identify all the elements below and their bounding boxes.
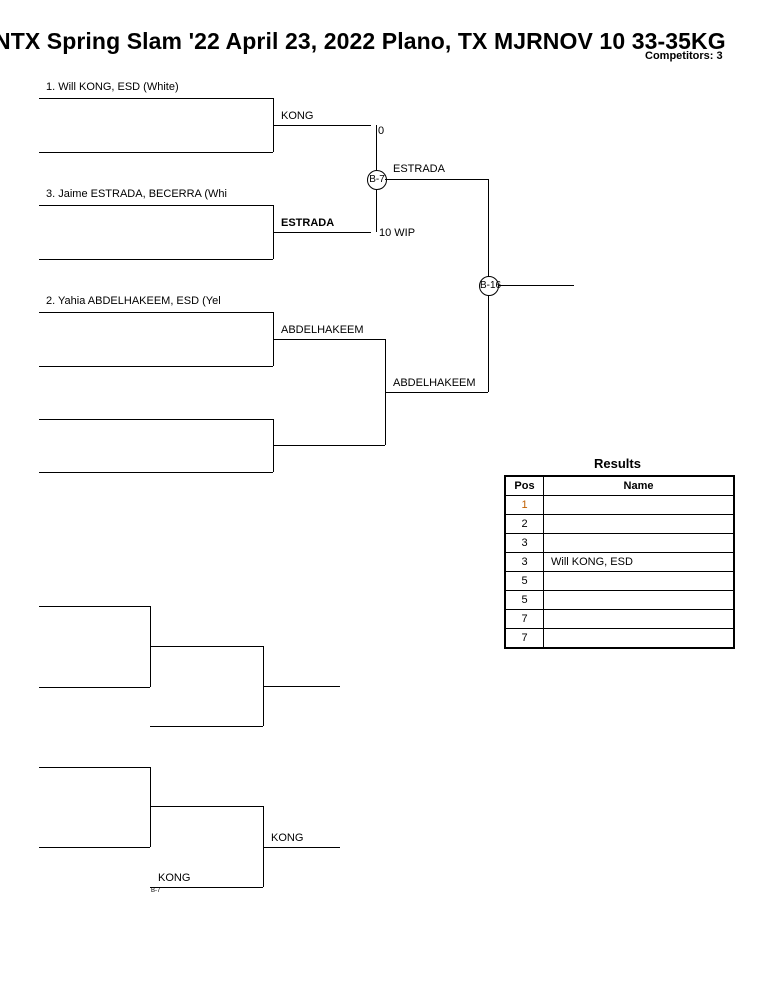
consolation-line xyxy=(39,606,150,607)
bracket-line xyxy=(385,392,488,393)
results-title: Results xyxy=(594,456,641,471)
results-row: 1 xyxy=(505,495,734,515)
consolation-line xyxy=(263,806,264,887)
bracket-line xyxy=(273,445,385,446)
results-row: 5 xyxy=(505,571,734,591)
results-pos: 1 xyxy=(505,495,544,515)
seed-1-label: 1. Will KONG, ESD (White) xyxy=(46,81,179,93)
results-pos: 2 xyxy=(505,514,544,534)
results-name-header: Name xyxy=(543,476,734,496)
r1-top-name: KONG xyxy=(281,110,314,122)
results-pos: 5 xyxy=(505,571,544,591)
results-name xyxy=(543,590,734,610)
consolation-line xyxy=(263,847,340,848)
results-row: 3 xyxy=(505,533,734,553)
results-name xyxy=(543,533,734,553)
consolation-line xyxy=(150,887,263,888)
results-row: 7 xyxy=(505,628,734,648)
results-row: 7 xyxy=(505,609,734,629)
bracket-line xyxy=(273,232,371,233)
bracket-line xyxy=(39,366,273,367)
r2-bottom-name: ABDELHAKEEM xyxy=(393,377,476,389)
results-name xyxy=(543,495,734,515)
results-row: 2 xyxy=(505,514,734,534)
repechage-winner-name: KONG xyxy=(271,832,304,844)
consolation-line xyxy=(263,686,340,687)
consolation-line xyxy=(150,767,151,847)
results-name xyxy=(543,628,734,648)
seed-2-label: 2. Yahia ABDELHAKEEM, ESD (Yel xyxy=(46,295,221,307)
competitors-count: Competitors: 3 xyxy=(645,50,723,62)
results-row: 5 xyxy=(505,590,734,610)
bracket-line xyxy=(385,179,488,180)
results-pos: 5 xyxy=(505,590,544,610)
bracket-line xyxy=(39,312,273,313)
consolation-line xyxy=(150,646,263,647)
results-pos: 7 xyxy=(505,628,544,648)
r1-bottom-score: 10 WIP xyxy=(379,227,416,239)
page-title: NTX Spring Slam '22 April 23, 2022 Plano… xyxy=(0,28,726,54)
consolation-line xyxy=(150,806,263,807)
bracket-line xyxy=(273,125,371,126)
consolation-line xyxy=(39,687,150,688)
bracket-line xyxy=(39,419,273,420)
results-name xyxy=(543,514,734,534)
results-table: Pos Name 1 2 3 3 Will KONG, ESD 5 5 xyxy=(504,475,735,649)
r1-top-score: 0 xyxy=(378,125,385,137)
repechage-entry-name: KONG xyxy=(158,872,191,884)
seed-3-label: 3. Jaime ESTRADA, BECERRA (Whi xyxy=(46,188,227,200)
results-name: Will KONG, ESD xyxy=(543,552,734,572)
results-pos: 7 xyxy=(505,609,544,629)
consolation-line xyxy=(39,847,150,848)
results-name xyxy=(543,609,734,629)
results-row: 3 Will KONG, ESD xyxy=(505,552,734,572)
results-pos-header: Pos xyxy=(505,476,544,496)
r1-bottom-name: ESTRADA xyxy=(281,217,335,229)
results-pos: 3 xyxy=(505,533,544,553)
bracket-line xyxy=(39,152,273,153)
r2-top-name: ESTRADA xyxy=(393,163,445,175)
repechage-source-bout: B-7 xyxy=(151,888,161,894)
bracket-line xyxy=(39,205,273,206)
consolation-line xyxy=(39,767,150,768)
results-name xyxy=(543,571,734,591)
bout-b16-marker[interactable]: B-16 xyxy=(479,276,501,296)
bracket-line xyxy=(39,98,273,99)
bracket-line xyxy=(39,259,273,260)
consolation-line xyxy=(150,726,263,727)
bracket-line xyxy=(273,339,385,340)
bout-b7-marker[interactable]: B-7 xyxy=(367,170,387,190)
r1b-top-name: ABDELHAKEEM xyxy=(281,324,364,336)
results-pos: 3 xyxy=(505,552,544,572)
bracket-line xyxy=(39,472,273,473)
champion-line xyxy=(488,285,574,286)
